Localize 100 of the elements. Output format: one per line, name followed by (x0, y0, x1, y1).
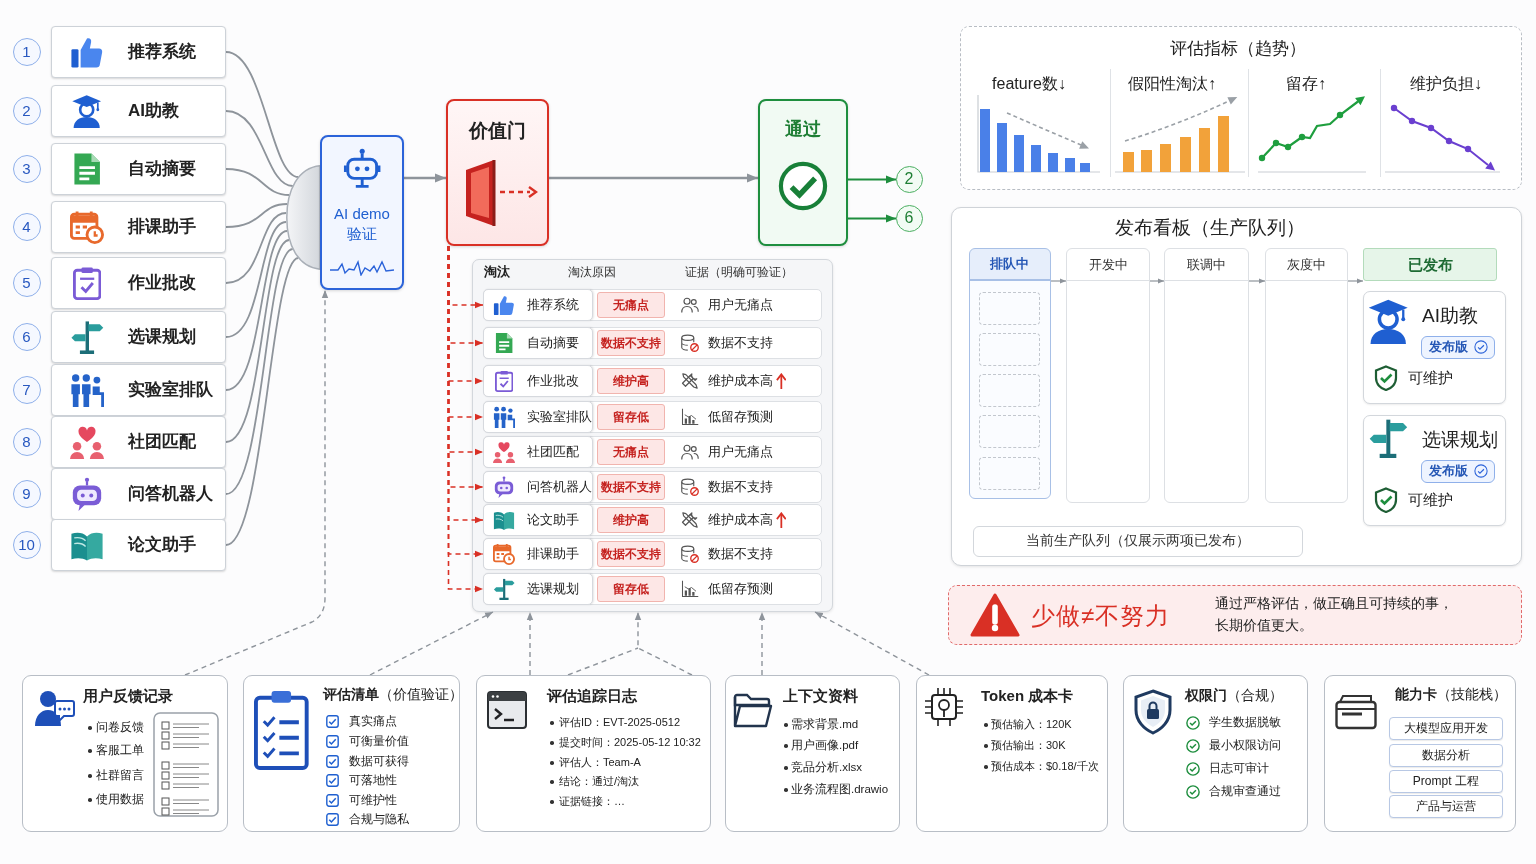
card-slot (979, 292, 1040, 325)
table-row (483, 471, 822, 503)
number-label: 4 (22, 217, 31, 236)
card-slot (979, 457, 1040, 490)
number-circle (13, 428, 41, 456)
reason-tag: 无痛点 (597, 292, 665, 318)
number-circle (13, 323, 41, 351)
list-item: 问卷反馈 (96, 720, 144, 735)
model-box (320, 135, 404, 290)
status-header (1363, 248, 1497, 281)
reason-tag: 数据不支持 (597, 541, 665, 567)
connector-line (225, 248, 294, 495)
column-title: 灰度中 (1287, 257, 1326, 273)
list-item: 预估输出：30K (991, 738, 1066, 753)
card-title: 权限门（合规） (1185, 687, 1283, 704)
metric-label: 假阳性淘汰↑ (1128, 74, 1216, 94)
release-card (1363, 415, 1506, 526)
dashed-arrow (567, 611, 693, 676)
connector-line (225, 203, 289, 228)
skill-tag (1389, 717, 1503, 740)
number-circle (13, 376, 41, 404)
note-bar (973, 526, 1303, 557)
skill-label: 大模型应用开发 (1403, 721, 1488, 736)
arrow (1248, 278, 1266, 284)
box-title: AI demo 验证 (333, 204, 391, 243)
card-slot (979, 415, 1040, 448)
table-row (483, 436, 822, 468)
arrow (1050, 278, 1067, 284)
dashed-arrow (184, 289, 329, 676)
list-item: 业务流程图.drawio (791, 782, 889, 797)
evidence-text: 维护成本高 (708, 373, 773, 389)
card-title: 评估追踪日志 (547, 686, 637, 705)
list-item: 学生数据脱敏 (1209, 715, 1281, 730)
dashed-arrow (526, 611, 534, 676)
number-circle (13, 269, 41, 297)
kanban-column (1066, 248, 1150, 503)
connector-line (225, 239, 291, 443)
table-row (483, 573, 822, 605)
feature-name: 社团匹配 (128, 431, 196, 453)
evidence-text: 低留存预测 (708, 409, 773, 425)
column-title: 开发中 (1088, 257, 1128, 273)
note-text: 通过严格评估，做正确且可持续的事，长期价值更大。 (1215, 594, 1454, 635)
feature-name: 推荐系统 (128, 41, 196, 63)
tag-label: 发布版 (1429, 339, 1468, 355)
info-card (1123, 675, 1308, 832)
number-circle (13, 213, 41, 241)
list-item: 竞品分析.xlsx (791, 760, 862, 775)
list-item: 可落地性 (349, 773, 397, 788)
kanban-column (1164, 248, 1249, 503)
skill-label: 产品与运营 (1415, 799, 1476, 814)
feature-name: 作业批改 (128, 272, 196, 294)
feature-card (51, 201, 226, 253)
list-item: 客服工单 (96, 743, 144, 758)
table-row (483, 401, 822, 433)
feature-card (51, 519, 226, 571)
connector-line (225, 51, 300, 178)
feature-card (51, 143, 226, 195)
number-label: 2 (22, 101, 31, 120)
table-row (483, 365, 822, 397)
feature-name: 排课助手 (128, 216, 196, 238)
arrow (549, 173, 758, 183)
feature-name: 选课规划 (527, 581, 579, 597)
column-title: 已发布 (1407, 255, 1453, 274)
feature-name: 排课助手 (527, 546, 579, 562)
number-label: 6 (904, 208, 914, 228)
metrics-panel (960, 26, 1522, 190)
feature-name: 论文助手 (128, 534, 196, 556)
feature-card (51, 257, 226, 309)
info-card (22, 675, 228, 832)
feature-name: 实验室排队 (128, 379, 213, 401)
column-header: 淘汰原因 (568, 264, 616, 280)
number-label: 3 (22, 159, 31, 178)
list-item: 真实痛点 (349, 714, 397, 729)
connector-line (225, 168, 291, 196)
list-item: 可衡量价值 (349, 734, 409, 749)
number-label: 10 (18, 535, 35, 554)
list-item: 数据可获得 (349, 754, 409, 769)
metric-label: 留存↑ (1286, 74, 1326, 94)
feature-card (51, 26, 226, 78)
list-item: 可维护性 (349, 793, 397, 808)
column-header: 淘汰 (484, 264, 510, 280)
feature-name: 问答机器人 (527, 479, 592, 495)
info-card (243, 675, 460, 832)
kanban-column (1265, 248, 1348, 503)
list-item: 评估人：Team-A (559, 755, 641, 770)
reason-tag: 维护高 (597, 368, 665, 394)
table-row (483, 538, 822, 570)
card-title: 评估清单（价值验证） (323, 687, 463, 704)
arrow (847, 214, 897, 223)
skill-tag (1389, 795, 1503, 818)
note-text: 当前生产队列（仅展示两项已发布） (1026, 533, 1250, 550)
arrow (1347, 278, 1364, 284)
arrow (404, 173, 446, 183)
evidence-text: 低留存预测 (708, 581, 773, 597)
connector-line (225, 110, 294, 187)
connector-line (225, 257, 300, 546)
reason-tag: 维护高 (597, 507, 665, 533)
info-card (476, 675, 711, 832)
list-item: 最小权限访问 (1209, 738, 1281, 753)
feature-name: 自动摘要 (527, 335, 579, 351)
